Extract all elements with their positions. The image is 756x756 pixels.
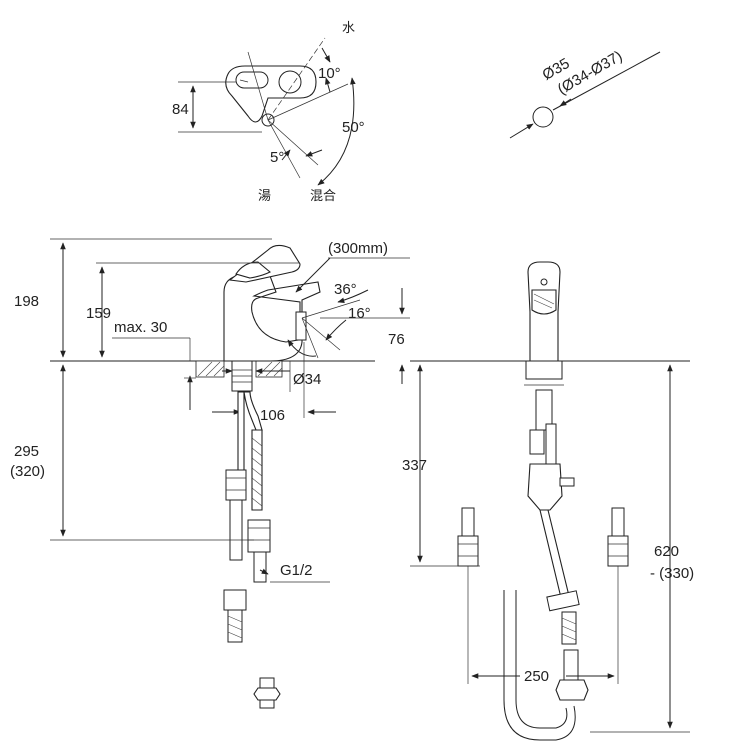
aerator bbox=[295, 311, 307, 341]
dim-84: 84 bbox=[172, 101, 189, 118]
side-view: 198 159 max. 30 (300mm) 36° 16° 76 Ø3 bbox=[10, 238, 410, 709]
mix-label: 混合 bbox=[310, 188, 336, 203]
front-view: 337 250 620 - (330) bbox=[402, 261, 694, 741]
valve-left bbox=[457, 535, 479, 567]
top-view: 84 10° 水 50° 5° 湯 混合 bbox=[172, 20, 365, 203]
dim-106: 106 bbox=[260, 407, 285, 424]
connector-side bbox=[225, 469, 247, 501]
thread-label: G1/2 bbox=[280, 562, 313, 579]
dim-hole: Ø34 bbox=[293, 371, 321, 388]
hot-label: 湯 bbox=[258, 188, 271, 203]
cold-label: 水 bbox=[342, 20, 355, 35]
fitting-side bbox=[223, 589, 247, 611]
dim-250: 250 bbox=[524, 668, 549, 685]
handle-slot bbox=[235, 71, 269, 89]
dim-76: 76 bbox=[388, 331, 405, 348]
angle-16: 16° bbox=[348, 305, 371, 322]
angle-valve-side bbox=[247, 519, 271, 553]
dim-320: (320) bbox=[10, 463, 45, 480]
angle-5: 5° bbox=[270, 149, 284, 166]
dim-295: 295 bbox=[14, 443, 39, 460]
angle-36: 36° bbox=[334, 281, 357, 298]
base-front bbox=[525, 360, 563, 380]
dim-330: - (330) bbox=[650, 565, 694, 582]
hose-length-label: (300mm) bbox=[328, 240, 388, 257]
handle-knob bbox=[278, 70, 302, 94]
mounting-hole bbox=[532, 106, 554, 128]
hose-front bbox=[539, 509, 571, 603]
angle-10: 10° bbox=[318, 65, 341, 82]
drain-pipe bbox=[503, 590, 576, 741]
countertop-right bbox=[255, 360, 283, 378]
angle-50: 50° bbox=[342, 119, 365, 136]
loose-nut bbox=[253, 687, 281, 701]
dim-337: 337 bbox=[402, 457, 427, 474]
hole-detail: Ø35 (Ø34-Ø37) bbox=[509, 48, 661, 139]
lever-side bbox=[228, 244, 301, 283]
countertop-left bbox=[195, 360, 225, 378]
dim-620: 620 bbox=[654, 543, 679, 560]
dim-198: 198 bbox=[14, 293, 39, 310]
valve-right bbox=[607, 535, 629, 567]
max-label: max. 30 bbox=[114, 319, 167, 336]
dim-159: 159 bbox=[86, 305, 111, 322]
flex-hose-side bbox=[237, 391, 245, 471]
